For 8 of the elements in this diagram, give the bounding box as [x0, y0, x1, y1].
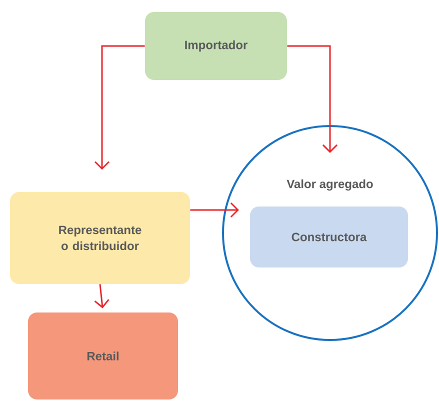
arrow — [94, 45, 145, 170]
arrow — [190, 202, 239, 218]
process-box: Representante o distribuidor — [10, 192, 190, 284]
process-box: Importador — [145, 12, 287, 80]
process-box: Constructora — [250, 206, 408, 268]
process-box: Retail — [28, 312, 178, 400]
arrow — [94, 284, 110, 308]
arrow — [287, 45, 338, 153]
